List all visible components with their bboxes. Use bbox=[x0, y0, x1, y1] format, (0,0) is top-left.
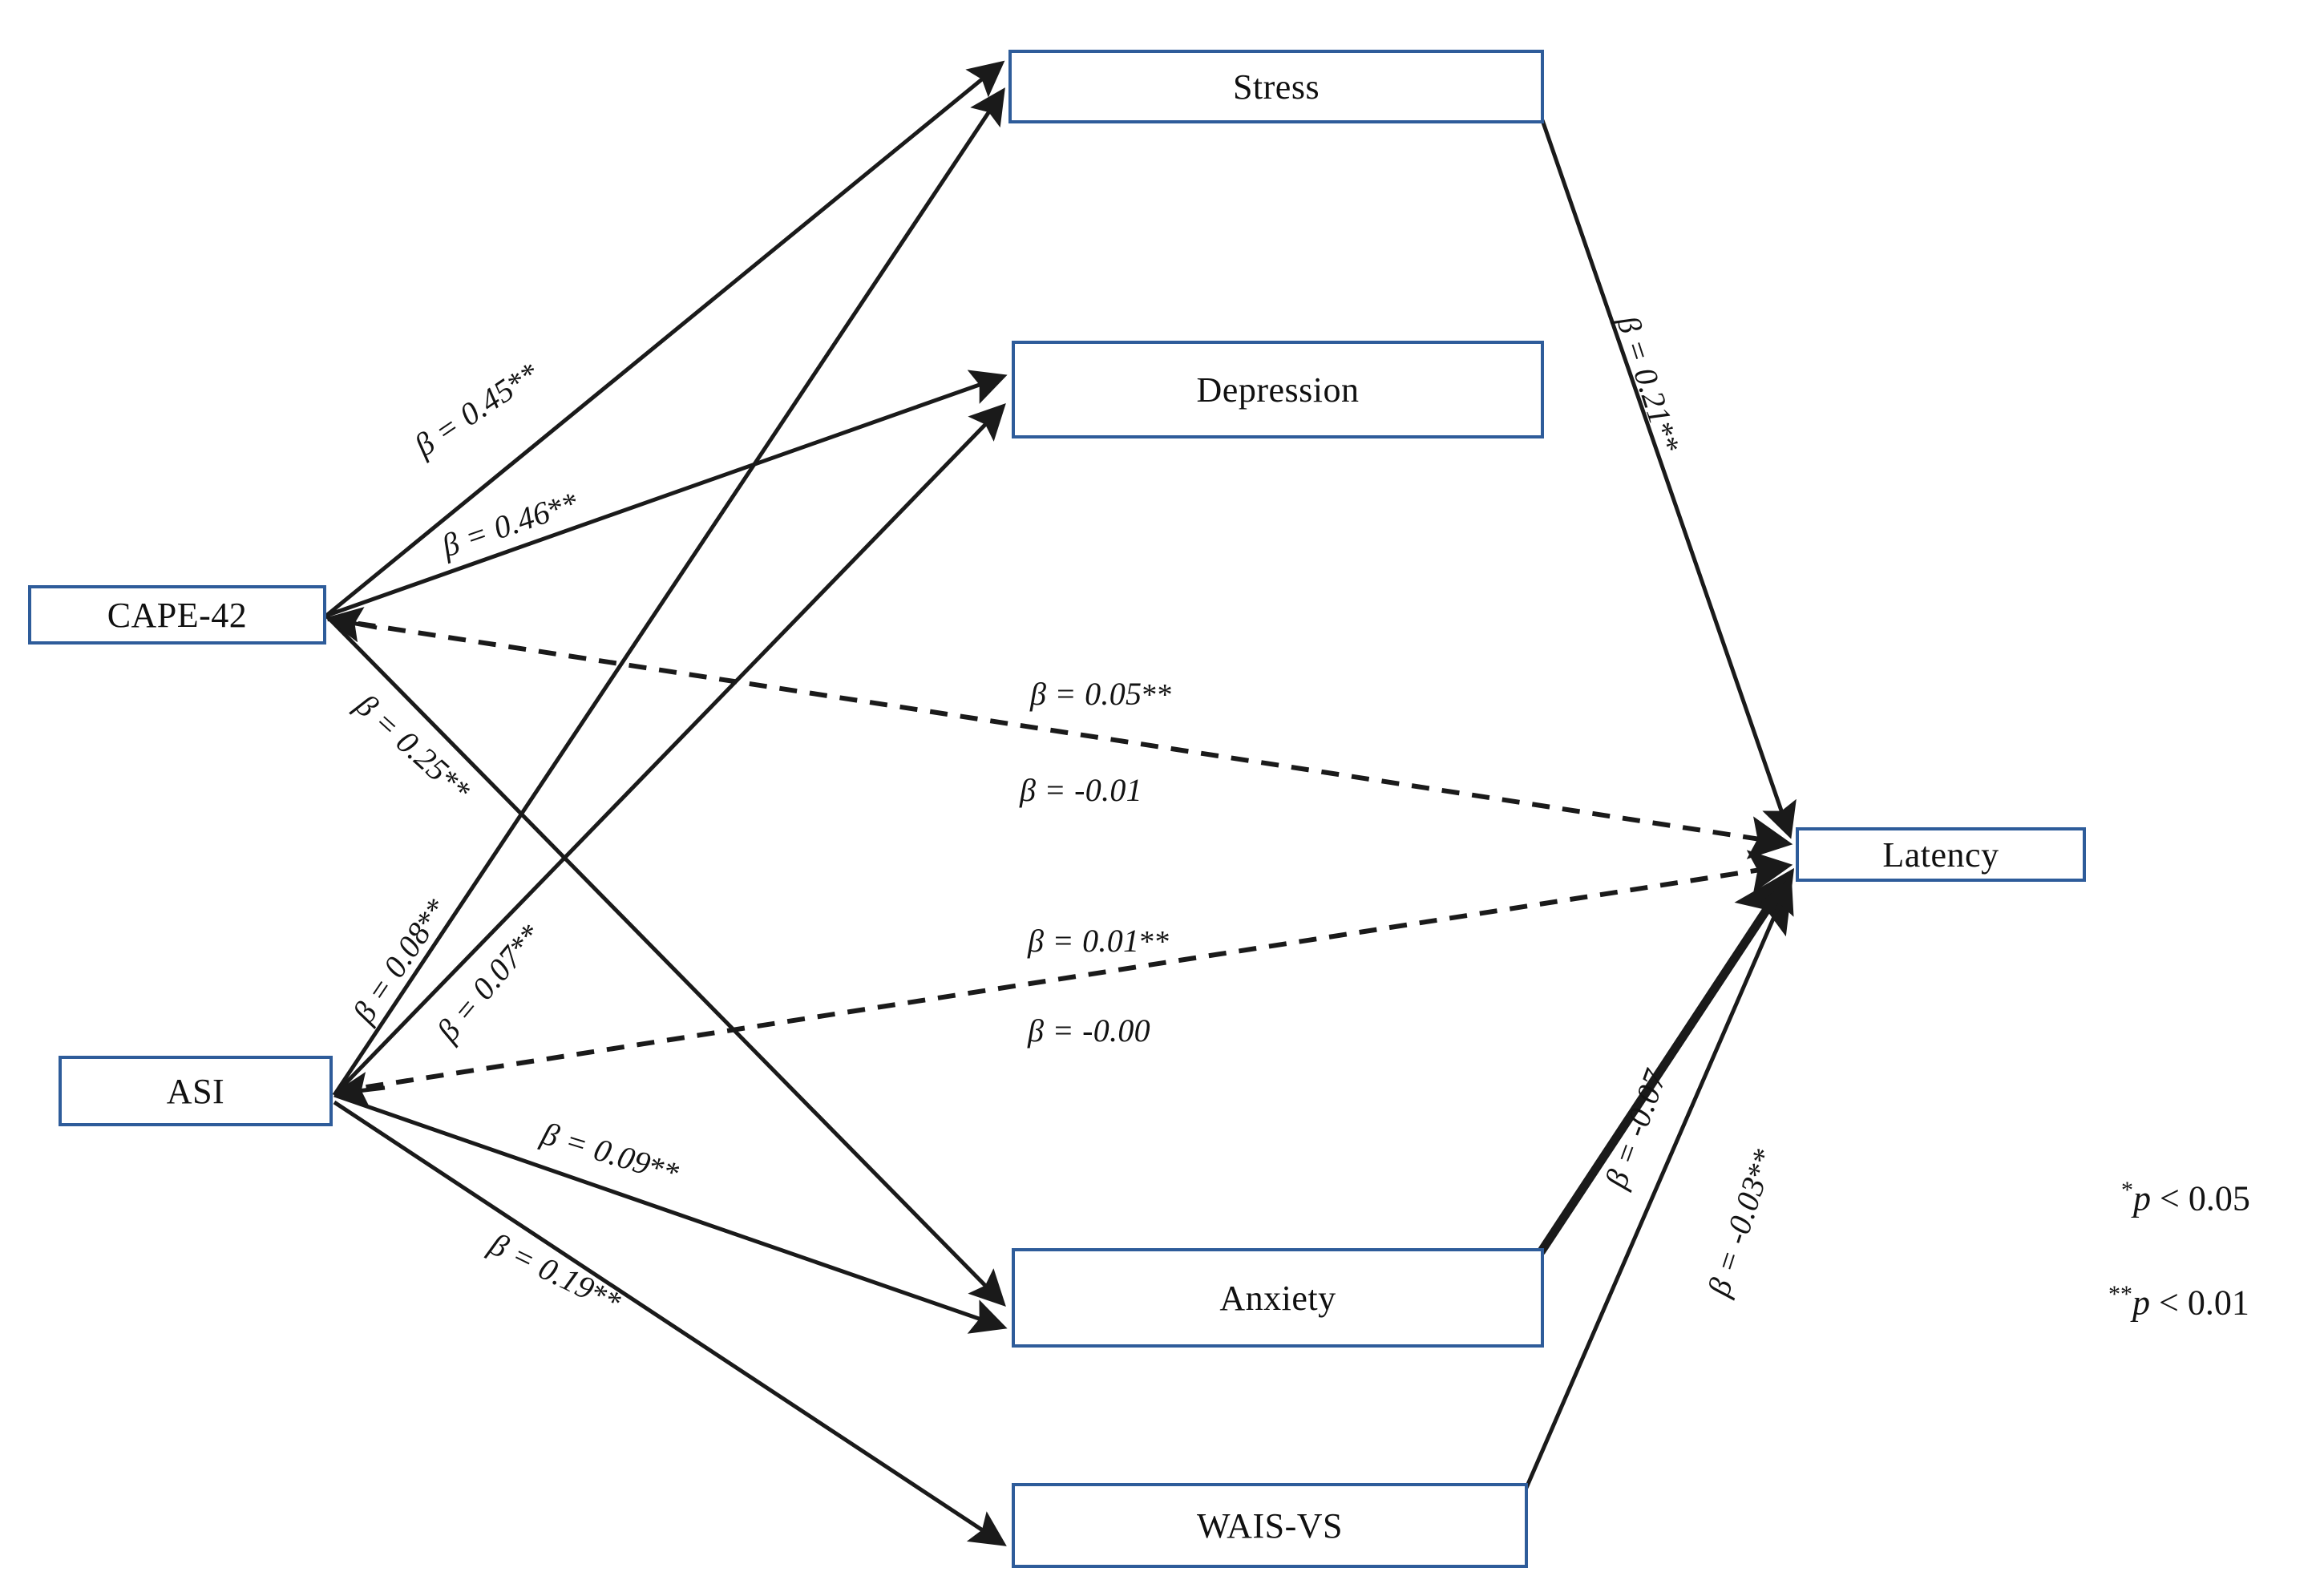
edge-asi-waisvs bbox=[333, 1100, 1007, 1546]
edge-label-cape-latency-indirect: β = 0.05** bbox=[1030, 675, 1173, 713]
significance-stars: ** bbox=[1142, 678, 1173, 712]
legend-p01: **p < 0.01 bbox=[2108, 1281, 2249, 1323]
node-label-cape42: CAPE-42 bbox=[107, 595, 248, 635]
edge-asi-latency-indirect bbox=[335, 850, 1793, 1094]
node-cape42[interactable]: CAPE-42 bbox=[28, 585, 326, 645]
edge-waisvs-latency bbox=[1524, 876, 1794, 1489]
edge-label-cape-latency-direct: β = -0.01 bbox=[1020, 771, 1142, 809]
node-depression[interactable]: Depression bbox=[1012, 341, 1544, 438]
beta-value: β = 0.05 bbox=[1030, 676, 1142, 712]
legend-p-italic: p bbox=[2132, 1283, 2150, 1323]
edge-asi-depression bbox=[333, 402, 1006, 1097]
node-label-asi: ASI bbox=[166, 1071, 225, 1111]
edge-cape-depression bbox=[325, 370, 1008, 618]
beta-value: β = 0.01 bbox=[1028, 923, 1140, 959]
legend-stars-double: ** bbox=[2108, 1281, 2132, 1307]
edge-cape-anxiety bbox=[325, 614, 1006, 1307]
node-stress[interactable]: Stress bbox=[1008, 50, 1544, 123]
node-asi[interactable]: ASI bbox=[59, 1056, 333, 1126]
edge-latency-cape-head bbox=[325, 607, 378, 643]
edge-anxiety-latency bbox=[1537, 867, 1795, 1255]
beta-value: β = -0.00 bbox=[1028, 1012, 1150, 1049]
legend-stars-single: * bbox=[2121, 1177, 2133, 1203]
edge-asi-stress bbox=[332, 87, 1005, 1097]
node-waisvs[interactable]: WAIS-VS bbox=[1012, 1483, 1528, 1568]
edge-cape-latency-indirect bbox=[327, 616, 1793, 859]
edge-asi-anxiety bbox=[333, 1093, 1008, 1334]
node-label-depression: Depression bbox=[1196, 370, 1360, 410]
node-label-latency: Latency bbox=[1882, 834, 1999, 875]
edge-latency-asi-head bbox=[332, 1072, 386, 1108]
legend-p01-value: < 0.01 bbox=[2150, 1283, 2249, 1323]
edge-stress-latency bbox=[1540, 119, 1797, 839]
legend-p-italic: p bbox=[2133, 1178, 2151, 1218]
beta-value: β = -0.01 bbox=[1020, 772, 1142, 808]
significance-stars: ** bbox=[1139, 925, 1170, 959]
node-latency[interactable]: Latency bbox=[1796, 827, 2086, 882]
edge-cape-stress bbox=[325, 60, 1005, 617]
legend-p05-value: < 0.05 bbox=[2151, 1178, 2250, 1218]
edge-label-asi-latency-indirect: β = 0.01** bbox=[1028, 922, 1170, 960]
node-label-stress: Stress bbox=[1232, 67, 1320, 107]
node-label-waisvs: WAIS-VS bbox=[1197, 1505, 1343, 1546]
node-anxiety[interactable]: Anxiety bbox=[1012, 1248, 1544, 1348]
node-label-anxiety: Anxiety bbox=[1219, 1278, 1336, 1318]
legend-p05: *p < 0.05 bbox=[2121, 1177, 2250, 1219]
edge-label-asi-latency-direct: β = -0.00 bbox=[1028, 1012, 1150, 1049]
